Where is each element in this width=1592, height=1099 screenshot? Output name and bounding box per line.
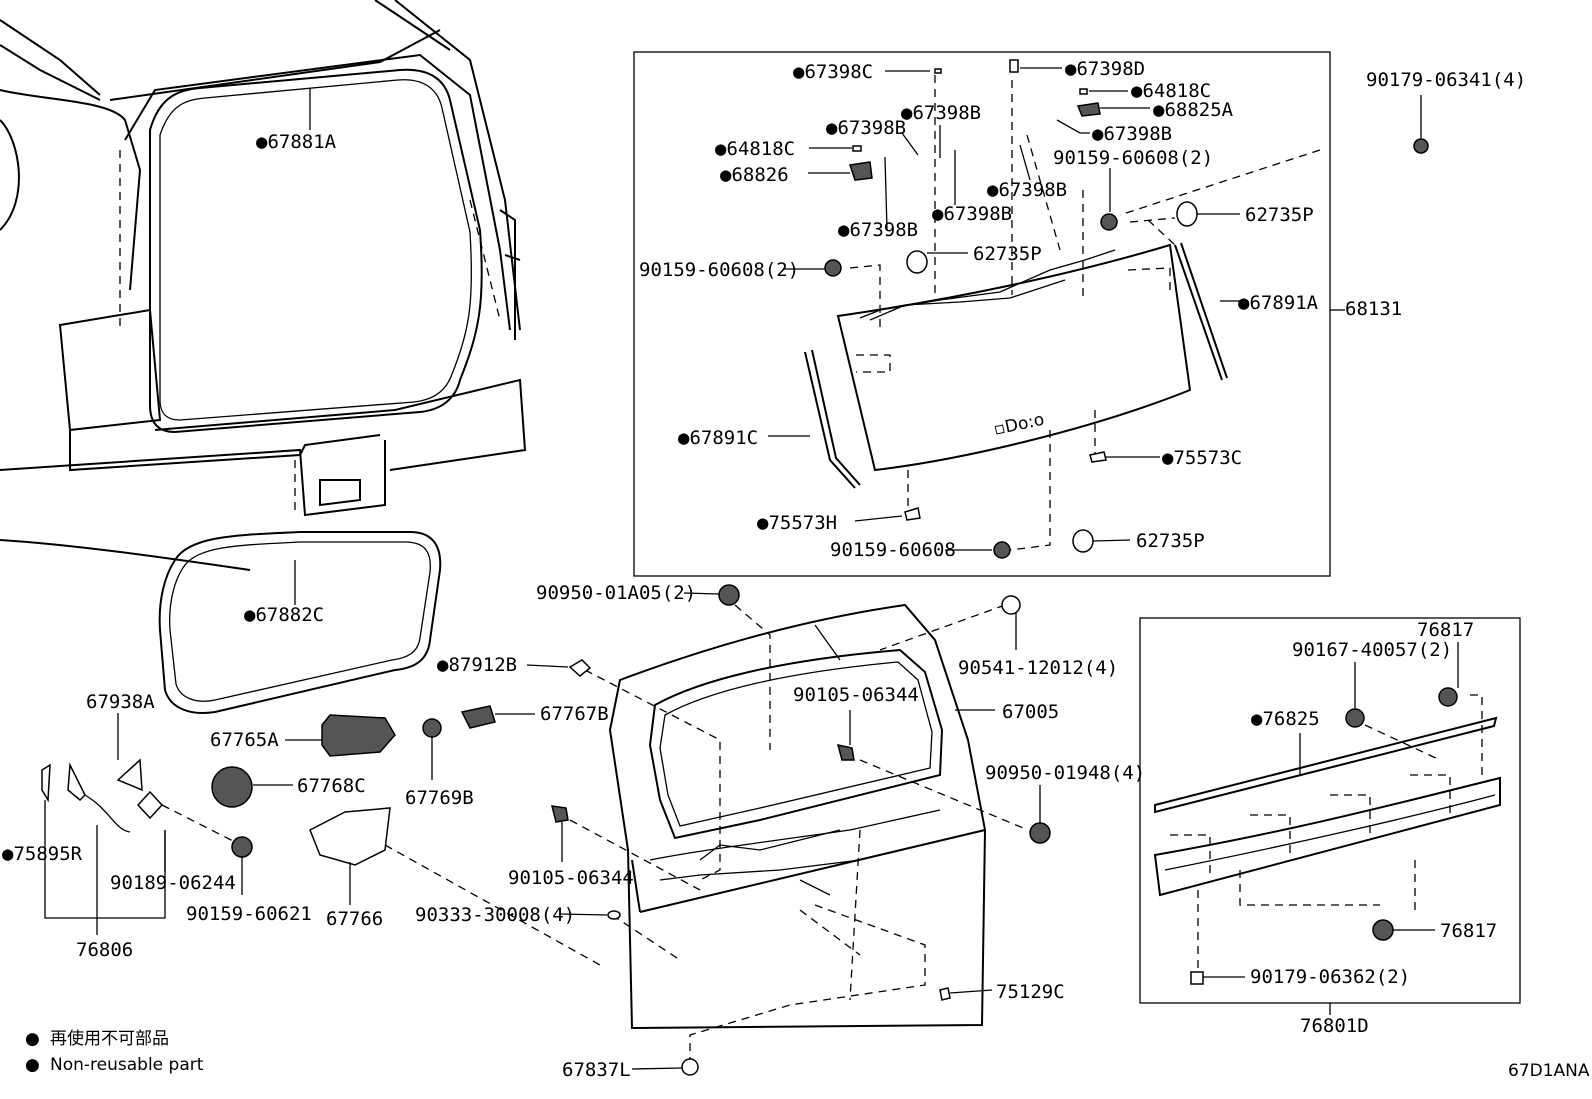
- label-90950-01948: 90950-01948(4): [985, 762, 1145, 784]
- diagram-code: 67D1ANA: [1508, 1061, 1590, 1081]
- nut-90541-12012: [1001, 595, 1021, 615]
- label-75895r: ●75895R: [2, 843, 83, 865]
- label-90105-06344-left: 90105-06344: [508, 867, 634, 889]
- label-68826: ●68826: [720, 164, 789, 186]
- label-76806: 76806: [76, 939, 133, 961]
- label-67398b-3: ●67398B: [1092, 123, 1172, 145]
- label-68825a: ●68825A: [1153, 99, 1234, 121]
- label-90159-60608-2a: 90159-60608(2): [1053, 147, 1213, 169]
- nut-90950-01948: [1029, 822, 1051, 844]
- bolt-90105-06344-top: [836, 744, 855, 761]
- legend-text-en: Non-reusable part: [50, 1055, 204, 1075]
- door-weatherstrip-67882c: [158, 531, 442, 714]
- legend-text-jp: 再使用不可部品: [50, 1028, 169, 1049]
- part-67938a-shape: [116, 758, 143, 792]
- part-67769b-shape: [422, 718, 442, 738]
- legend: ● 再使用不可部品 ● Non-reusable part: [25, 1028, 204, 1075]
- label-67938a: 67938A: [86, 691, 155, 713]
- label-67005: 67005: [1002, 701, 1059, 723]
- part-67768c-shape: [211, 766, 253, 808]
- label-90167-40057: 90167-40057(2): [1292, 639, 1452, 661]
- part-diamond-90189: [136, 790, 164, 820]
- garnish-inset-box: [1139, 617, 1521, 1015]
- label-90179-06341: 90179-06341(4): [1366, 69, 1526, 91]
- glass-weatherstrip-67881a: [149, 68, 483, 434]
- label-90105-06344-top: 90105-06344: [793, 684, 919, 706]
- label-64818c-left: ●64818C: [715, 138, 795, 160]
- legend-marker-en: ●: [25, 1055, 40, 1075]
- leader-lines: [117, 67, 1459, 1070]
- label-67891c: ●67891C: [678, 427, 758, 449]
- label-90333-30008: 90333-30008(4): [415, 904, 575, 926]
- label-62735p-2: 62735P: [973, 243, 1042, 265]
- part-87912b-shape: [568, 659, 592, 677]
- label-68131: 68131: [1345, 298, 1402, 320]
- label-76825: ●76825: [1251, 708, 1320, 730]
- label-67769b: 67769B: [405, 787, 474, 809]
- label-90950-01a05: 90950-01A05(2): [536, 582, 696, 604]
- label-67398c: ●67398C: [793, 61, 873, 83]
- back-door-67005: [608, 603, 987, 1030]
- nut-90950-01a05: [718, 584, 740, 606]
- label-67398b-1: ●67398B: [901, 102, 981, 124]
- label-67398b-6: ●67398B: [838, 219, 918, 241]
- part-67767b-shape: [460, 705, 496, 729]
- label-76817-top: 76817: [1417, 619, 1474, 641]
- legend-marker-jp: ●: [25, 1029, 40, 1049]
- label-90159-60608: 90159-60608: [830, 539, 956, 561]
- label-67837l: 67837L: [562, 1059, 631, 1081]
- label-62735p-1: 62735P: [1245, 204, 1314, 226]
- label-76817-bottom: 76817: [1440, 920, 1497, 942]
- label-67882c: ●67882C: [244, 604, 324, 626]
- label-90541-12012: 90541-12012(4): [958, 657, 1118, 679]
- clip-67837l: [681, 1058, 699, 1076]
- part-67765a-shape: [321, 714, 396, 757]
- vehicle-body-illustration: [0, 0, 527, 571]
- label-62735p-3: 62735P: [1136, 530, 1205, 552]
- label-87912b: ●87912B: [437, 654, 517, 676]
- bolt-90105-06344-left: [551, 805, 569, 823]
- bolt-90179-06341: [1413, 138, 1429, 154]
- labels: ●67881A ●67882C 67938A ●75895R 90189-062…: [2, 58, 1526, 1081]
- label-90159-60621: 90159-60621: [186, 903, 312, 925]
- glass-inset-box: ▫Do:o: [633, 51, 1331, 577]
- label-67767b: 67767B: [540, 703, 609, 725]
- label-64818c-right: ●64818C: [1131, 80, 1211, 102]
- label-76801d: 76801D: [1300, 1015, 1369, 1037]
- label-90179-06362: 90179-06362(2): [1250, 966, 1410, 988]
- label-67881a: ●67881A: [256, 131, 337, 153]
- bolt-90159-60621: [231, 836, 253, 858]
- label-90189-06244: 90189-06244: [110, 872, 236, 894]
- label-67398b-4: ●67398B: [987, 179, 1067, 201]
- label-90159-60608-2b: 90159-60608(2): [639, 259, 799, 281]
- label-67766: 67766: [326, 908, 383, 930]
- label-67768c: 67768C: [297, 775, 366, 797]
- label-67398b-2: ●67398B: [826, 117, 906, 139]
- clip-90333-30008: [607, 910, 621, 920]
- label-75573c: ●75573C: [1162, 447, 1242, 469]
- label-75129c: 75129C: [996, 981, 1065, 1003]
- part-75895r-bracket: [67, 762, 86, 802]
- part-75129c-shape: [939, 987, 951, 1001]
- label-67398b-5: ●67398B: [932, 203, 1012, 225]
- label-67765a: 67765A: [210, 729, 279, 751]
- part-67766-shape: [309, 807, 391, 866]
- label-67891a: ●67891A: [1238, 292, 1319, 314]
- label-67398d: ●67398D: [1065, 58, 1145, 80]
- svg-text:▫Do:o: ▫Do:o: [992, 410, 1046, 440]
- label-75573h: ●75573H: [757, 512, 837, 534]
